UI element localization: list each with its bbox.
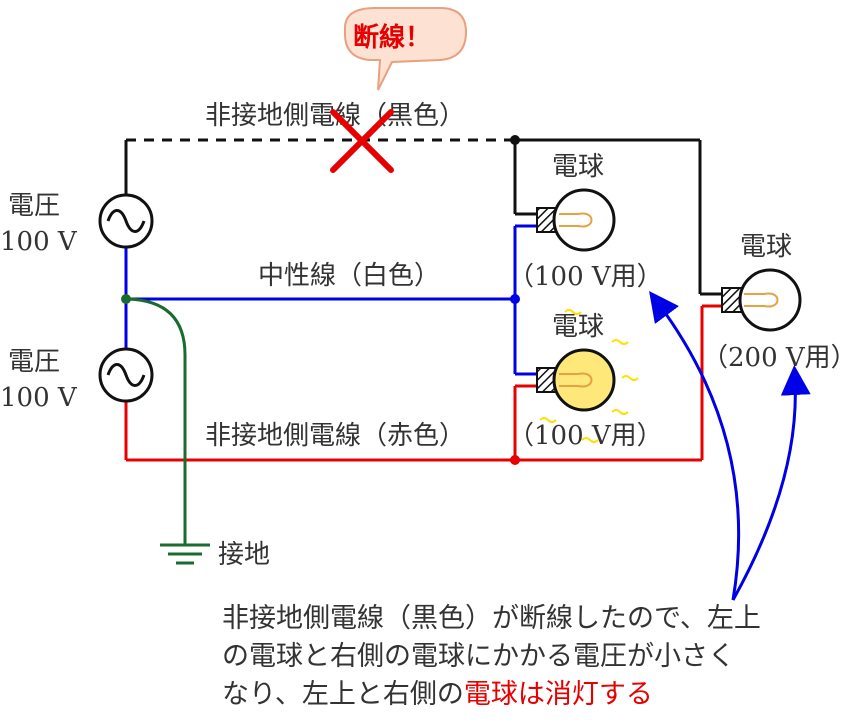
source-top-name: 電圧	[8, 191, 60, 221]
broken-callout: 断線！	[344, 7, 468, 91]
explanation-note: 非接地側電線（黒色）が断線したので、左上 の電球と右側の電球にかかる電圧が小さく…	[222, 600, 862, 714]
note-arrows	[649, 290, 811, 601]
source-bottom-value: 100 V	[0, 383, 78, 413]
bulb-top-name: 電球	[552, 152, 604, 182]
bulb-mid-icon	[536, 309, 639, 443]
note-line-1: 非接地側電線（黒色）が断線したので、左上	[222, 603, 761, 634]
note-line-3: なり、左上と右側の電球は消灯する	[222, 676, 862, 714]
bulb-top-icon	[536, 188, 616, 252]
source-bottom-icon	[98, 347, 154, 403]
source-top-icon	[98, 193, 154, 249]
neutral-wire-label: 中性線（白色）	[258, 261, 440, 291]
black-wire	[124, 135, 722, 296]
source-bottom-name: 電圧	[8, 347, 60, 377]
note-highlight: 電球は消灯する	[463, 679, 653, 710]
bulb-mid-name: 電球	[552, 312, 604, 342]
source-top-value: 100 V	[0, 227, 78, 257]
red-wire	[124, 304, 722, 465]
break-x-icon	[330, 109, 394, 173]
broken-callout-text: 断線！	[353, 22, 431, 53]
bulb-right-name: 電球	[740, 232, 792, 262]
bulb-right-rating: （200 V用）	[702, 343, 857, 373]
bulb-top-rating: （100 V用）	[508, 262, 663, 292]
bulb-mid-rating: （100 V用）	[508, 421, 663, 451]
note-line-2: の電球と右側の電球にかかる電圧が小さく	[222, 641, 735, 672]
note-line-3-prefix: なり、左上と右側の	[222, 679, 464, 710]
ground-label: 接地	[218, 540, 270, 570]
red-wire-label: 非接地側電線（赤色）	[205, 421, 465, 451]
neutral-wire	[124, 224, 537, 376]
ground-wire	[121, 294, 210, 565]
bulb-right-icon	[721, 268, 802, 332]
